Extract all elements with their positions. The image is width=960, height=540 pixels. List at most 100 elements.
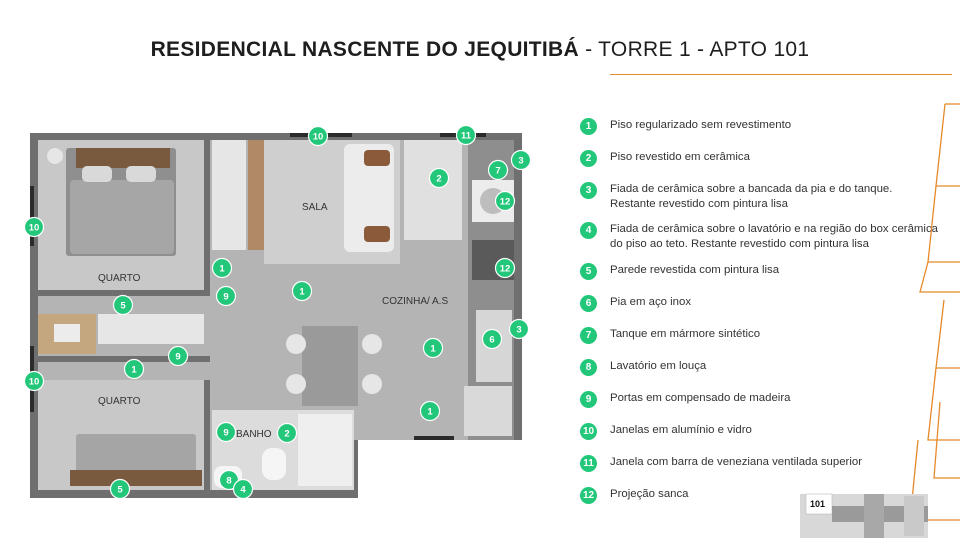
plan-marker-number: 6 [489,335,494,346]
plan-marker-number: 3 [516,325,521,336]
plan-marker-number: 1 [430,344,436,355]
plan-marker-number: 5 [117,485,123,496]
plan-marker: 1 [291,280,313,302]
legend-item: 12 Projeção sanca [580,487,689,504]
legend-item: 8 Lavatório em louça [580,359,706,376]
plan-marker: 1 [422,337,444,359]
legend-number-badge: 10 [580,423,597,440]
plan-marker: 2 [276,422,298,444]
legend-item: 7 Tanque em mármore sintético [580,327,760,344]
legend-item: 6 Pia em aço inox [580,295,691,312]
plan-marker-number: 10 [313,132,324,143]
legend-number-badge: 5 [580,263,597,280]
plan-marker: 10 [307,125,329,147]
legend-text: Janela com barra de veneziana ventilada … [610,456,863,468]
title-bold: RESIDENCIAL NASCENTE DO JEQUITIBÁ [150,38,579,61]
legend-number-badge: 4 [580,222,597,239]
legend-number-badge: 3 [580,182,597,199]
wardrobe-1 [212,140,246,250]
legend-text: Parede revestida com pintura lisa [610,264,780,276]
legend-number-badge: 6 [580,295,597,312]
plan-marker-number: 7 [495,166,500,177]
plan-marker: 2 [428,167,450,189]
plan-marker: 7 [487,159,509,181]
legend-number-badge: 1 [580,118,597,135]
plan-marker-number: 4 [240,485,246,496]
plan-marker-number: 9 [223,292,228,303]
plan-marker: 3 [510,149,532,171]
plan-marker: 1 [123,358,145,380]
room-label-quarto-1: QUARTO [98,273,141,284]
kitchen-tile [404,140,462,240]
plan-marker: 3 [508,318,530,340]
plan-marker-number: 1 [131,365,137,376]
sofa [344,144,394,252]
legend-item: 4 Fiada de cerâmica sobre o lavatório e n… [580,222,950,252]
wardrobe-2 [98,314,204,344]
legend-item: 2 Piso revestido em cerâmica [580,150,750,167]
legend-text: Tanque em mármore sintético [610,328,761,340]
legend-item: 10 Janelas em alumínio e vidro [580,423,752,440]
key-plan-unit: 101 [810,499,825,509]
plan-marker-number: 8 [226,476,231,487]
plan-marker: 12 [494,190,516,212]
legend-text: Projeção sanca [610,488,689,500]
plan-marker: 12 [494,257,516,279]
legend-text: Portas em compensado de madeira [610,392,791,404]
legend-text: Piso revestido em cerâmica [610,151,750,163]
plan-marker: 5 [112,294,134,316]
plan-marker: 11 [455,124,477,146]
plan-marker-number: 3 [518,156,523,167]
plan-marker-number: 10 [29,223,40,234]
plan-marker-number: 9 [175,352,180,363]
legend-text: Fiada de cerâmica sobre a bancada da pia… [610,183,893,210]
plan-marker-number: 1 [427,407,433,418]
toilet [262,448,286,480]
key-plan: 101 [800,493,928,538]
legend-item: 3 Fiada de cerâmica sobre a bancada da pi… [580,182,940,212]
legend-text: Fiada de cerâmica sobre o lavatório e na… [610,223,938,250]
page-title: RESIDENCIAL NASCENTE DO JEQUITIBÁ - TORR… [0,38,960,62]
plan-marker-number: 12 [500,197,511,208]
title-rest: - TORRE 1 - APTO 101 [579,38,810,61]
plan-marker: 9 [167,345,189,367]
dining-table [302,326,358,406]
plan-marker-number: 10 [29,377,40,388]
legend-item: 9 Portas em compensado de madeira [580,391,790,408]
legend-item: 1 Piso regularizado sem revestimento [580,118,791,135]
legend-number-badge: 9 [580,391,597,408]
plan-marker-number: 5 [120,301,126,312]
legend-number-badge: 8 [580,359,597,376]
plan-marker: 6 [481,328,503,350]
legend-item: 11 Janela com barra de veneziana ventilad… [580,455,862,472]
room-label-banho: BANHO [236,429,272,440]
plan-marker: 10 [23,370,45,392]
legend-text: Piso regularizado sem revestimento [610,119,792,131]
legend-number-badge: 12 [580,487,597,504]
room-label-quarto-2: QUARTO [98,396,141,407]
plan-marker-number: 2 [436,174,441,185]
legend-item: 5 Parede revestida com pintura lisa [580,263,779,280]
plan-marker-number: 12 [500,264,511,275]
legend-text: Pia em aço inox [610,296,692,308]
plan-marker: 4 [232,478,254,500]
legend-number-badge: 11 [580,455,597,472]
title-rule [610,74,952,75]
plan-marker: 1 [419,400,441,422]
plan-marker-number: 1 [299,287,305,298]
legend-text: Janelas em alumínio e vidro [610,424,752,436]
legend-number-badge: 7 [580,327,597,344]
plan-marker: 9 [215,421,237,443]
room-label-cozinha: COZINHA/ A.S [382,296,448,307]
plan-marker-number: 9 [223,428,228,439]
legend-number-badge: 2 [580,150,597,167]
legend-text: Lavatório em louça [610,360,707,372]
plan-marker-number: 2 [284,429,289,440]
fridge [464,386,512,436]
plan-marker-number: 11 [461,131,472,142]
plan-marker: 1 [211,257,233,279]
plan-marker: 5 [109,478,131,500]
